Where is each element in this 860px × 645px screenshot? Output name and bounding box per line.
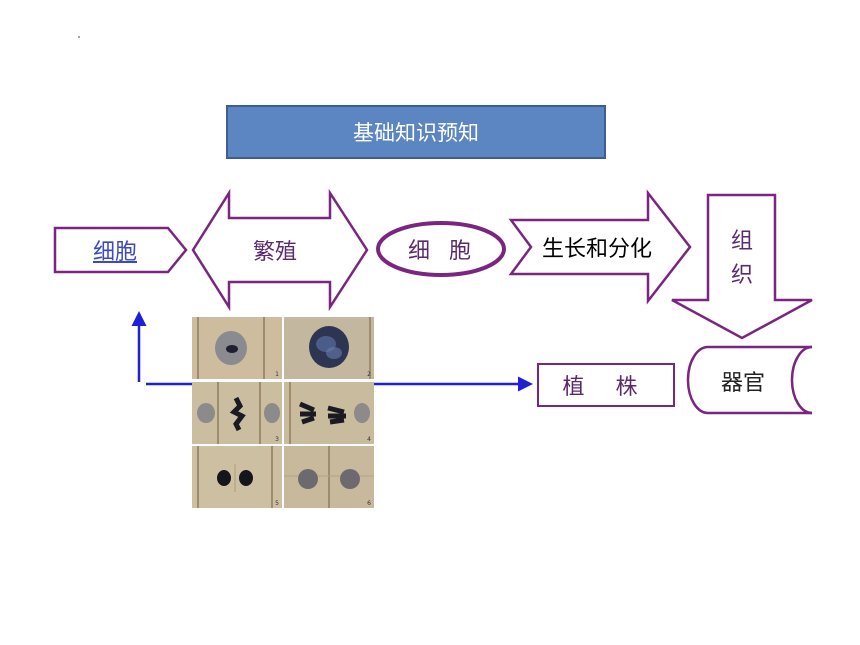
daughter-cells-image bbox=[284, 446, 374, 508]
interphase-cell-image bbox=[192, 317, 282, 379]
tissue-label-char-2: 织 bbox=[730, 263, 753, 288]
mitosis-photo-grid: 1 2 3 4 bbox=[192, 317, 374, 508]
panel-number: 5 bbox=[275, 500, 279, 507]
panel-number: 2 bbox=[367, 371, 371, 378]
cell-ellipse bbox=[376, 221, 506, 277]
organ-label: 器官 bbox=[720, 371, 765, 396]
mitosis-panel-6: 6 bbox=[284, 446, 374, 508]
panel-number: 1 bbox=[275, 371, 279, 378]
organ-cylinder bbox=[686, 345, 812, 415]
reproduction-label: 繁殖 bbox=[252, 240, 297, 265]
cell-link[interactable]: 细胞 bbox=[92, 240, 137, 265]
organ-cylinder-face bbox=[790, 345, 813, 415]
panel-number: 6 bbox=[367, 500, 371, 507]
plant-box: 植 株 bbox=[537, 363, 675, 407]
prophase-cell-image bbox=[284, 317, 374, 379]
panel-number: 3 bbox=[275, 435, 279, 443]
cell-start-pentagon bbox=[53, 226, 188, 274]
title-banner: 基础知识预知 bbox=[226, 105, 606, 159]
growth-right-arrow bbox=[508, 189, 692, 305]
mitosis-panel-4: 4 bbox=[284, 381, 374, 444]
mitosis-panel-3: 3 bbox=[192, 381, 282, 444]
cell-label: 细 胞 bbox=[408, 239, 477, 264]
anaphase-cell-image bbox=[284, 381, 374, 444]
tissue-label-char-1: 组 bbox=[730, 229, 753, 254]
mitosis-panel-2: 2 bbox=[284, 317, 374, 379]
small-dot bbox=[78, 36, 80, 38]
panel-number: 4 bbox=[367, 435, 371, 443]
mitosis-panel-1: 1 bbox=[192, 317, 282, 379]
metaphase-cell-image bbox=[192, 381, 282, 444]
tissue-down-arrow bbox=[671, 193, 813, 340]
mitosis-panel-5: 5 bbox=[192, 446, 282, 508]
reproduction-double-arrow bbox=[191, 188, 369, 312]
growth-differentiation-label: 生长和分化 bbox=[541, 237, 652, 262]
telophase-cell-image bbox=[192, 446, 282, 508]
